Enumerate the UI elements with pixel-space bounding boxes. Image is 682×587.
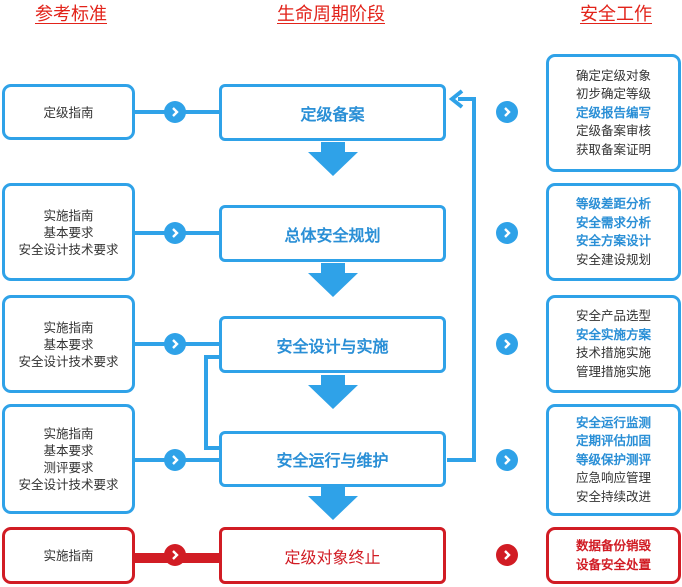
header-reference: 参考标准 bbox=[35, 4, 107, 25]
reference-line: 实施指南 bbox=[43, 548, 94, 563]
reference-box-5: 实施指南 bbox=[2, 527, 135, 584]
reference-line: 安全设计技术要求 bbox=[18, 477, 119, 492]
down-arrow-3 bbox=[308, 375, 358, 409]
stage-box-1: 定级备案 bbox=[219, 84, 446, 141]
work-item-highlight: 数据备份销毁 bbox=[575, 538, 651, 553]
reference-box-2: 实施指南 基本要求 安全设计技术要求 bbox=[2, 183, 135, 281]
chevron-right-icon bbox=[496, 449, 518, 471]
work-box-3: 安全产品选型 安全实施方案 技术措施实施 管理措施实施 bbox=[546, 295, 681, 393]
reference-box-4: 实施指南 基本要求 测评要求 安全设计技术要求 bbox=[2, 404, 135, 514]
reference-line: 基本要求 bbox=[43, 443, 94, 458]
work-item: 确定定级对象 bbox=[575, 67, 651, 83]
reference-line: 测评要求 bbox=[43, 460, 94, 475]
work-item-highlight: 定级报告编写 bbox=[575, 104, 651, 120]
stage-box-4: 安全运行与维护 bbox=[219, 431, 446, 487]
stage-label: 定级对象终止 bbox=[284, 547, 381, 567]
chevron-right-icon bbox=[164, 449, 186, 471]
work-item: 获取备案证明 bbox=[575, 141, 651, 157]
feedback-loop-right bbox=[447, 97, 476, 462]
stage-label: 总体安全规划 bbox=[284, 225, 381, 245]
stage-label: 定级备案 bbox=[300, 104, 365, 124]
stage-label: 安全设计与实施 bbox=[276, 336, 389, 356]
work-item-highlight: 安全方案设计 bbox=[575, 233, 651, 248]
work-box-1: 确定定级对象 初步确定等级 定级报告编写 定级备案审核 获取备案证明 bbox=[546, 54, 681, 172]
chevron-right-icon bbox=[496, 222, 518, 244]
stage-box-3: 安全设计与实施 bbox=[219, 316, 446, 373]
reference-line: 实施指南 bbox=[43, 426, 94, 441]
work-box-4: 安全运行监测 定期评估加固 等级保护测评 应急响应管理 安全持续改进 bbox=[546, 404, 681, 516]
stage-box-2: 总体安全规划 bbox=[219, 205, 446, 262]
work-item: 管理措施实施 bbox=[575, 363, 651, 379]
work-item: 定级备案审核 bbox=[575, 123, 651, 139]
work-item: 安全建设规划 bbox=[575, 251, 651, 267]
chevron-right-icon bbox=[164, 333, 186, 355]
header-lifecycle: 生命周期阶段 bbox=[277, 4, 385, 25]
work-item-highlight: 等级保护测评 bbox=[575, 451, 651, 467]
chevron-right-icon bbox=[164, 101, 186, 123]
work-item-highlight: 安全实施方案 bbox=[575, 326, 651, 342]
work-item-highlight: 安全运行监测 bbox=[575, 414, 651, 430]
work-item: 安全持续改进 bbox=[575, 488, 651, 504]
down-arrow-1 bbox=[308, 142, 358, 176]
stage-box-5: 定级对象终止 bbox=[219, 527, 446, 584]
header-security-work: 安全工作 bbox=[580, 4, 652, 25]
reference-line: 实施指南 bbox=[43, 207, 94, 223]
reference-box-1: 定级指南 bbox=[2, 84, 135, 140]
chevron-right-icon bbox=[164, 222, 186, 244]
chevron-right-icon bbox=[496, 544, 518, 566]
chevron-right-icon bbox=[496, 101, 518, 123]
work-item: 安全产品选型 bbox=[575, 308, 651, 323]
feedback-loop-arrowhead bbox=[448, 89, 464, 109]
down-arrow-2 bbox=[308, 263, 358, 297]
stage-label: 安全运行与维护 bbox=[276, 451, 389, 470]
work-item-highlight: 定期评估加固 bbox=[575, 433, 651, 449]
reference-line: 基本要求 bbox=[43, 336, 94, 352]
work-box-5: 数据备份销毁 设备安全处置 bbox=[546, 527, 681, 584]
down-arrow-4 bbox=[308, 486, 358, 520]
reference-line: 基本要求 bbox=[43, 224, 94, 240]
reference-line: 实施指南 bbox=[43, 319, 94, 335]
reference-line: 安全设计技术要求 bbox=[18, 241, 119, 257]
work-item: 初步确定等级 bbox=[575, 86, 651, 102]
work-item-highlight: 设备安全处置 bbox=[575, 556, 651, 572]
work-item-highlight: 等级差距分析 bbox=[575, 196, 651, 211]
reference-box-3: 实施指南 基本要求 安全设计技术要求 bbox=[2, 295, 135, 393]
loop-left bbox=[204, 355, 219, 450]
reference-line: 定级指南 bbox=[43, 104, 94, 120]
chevron-right-icon bbox=[496, 333, 518, 355]
reference-line: 安全设计技术要求 bbox=[18, 353, 119, 369]
work-box-2: 等级差距分析 安全需求分析 安全方案设计 安全建设规划 bbox=[546, 183, 681, 281]
work-item: 技术措施实施 bbox=[575, 345, 651, 360]
chevron-right-icon bbox=[164, 544, 186, 566]
work-item: 应急响应管理 bbox=[575, 470, 651, 486]
work-item-highlight: 安全需求分析 bbox=[575, 214, 651, 230]
